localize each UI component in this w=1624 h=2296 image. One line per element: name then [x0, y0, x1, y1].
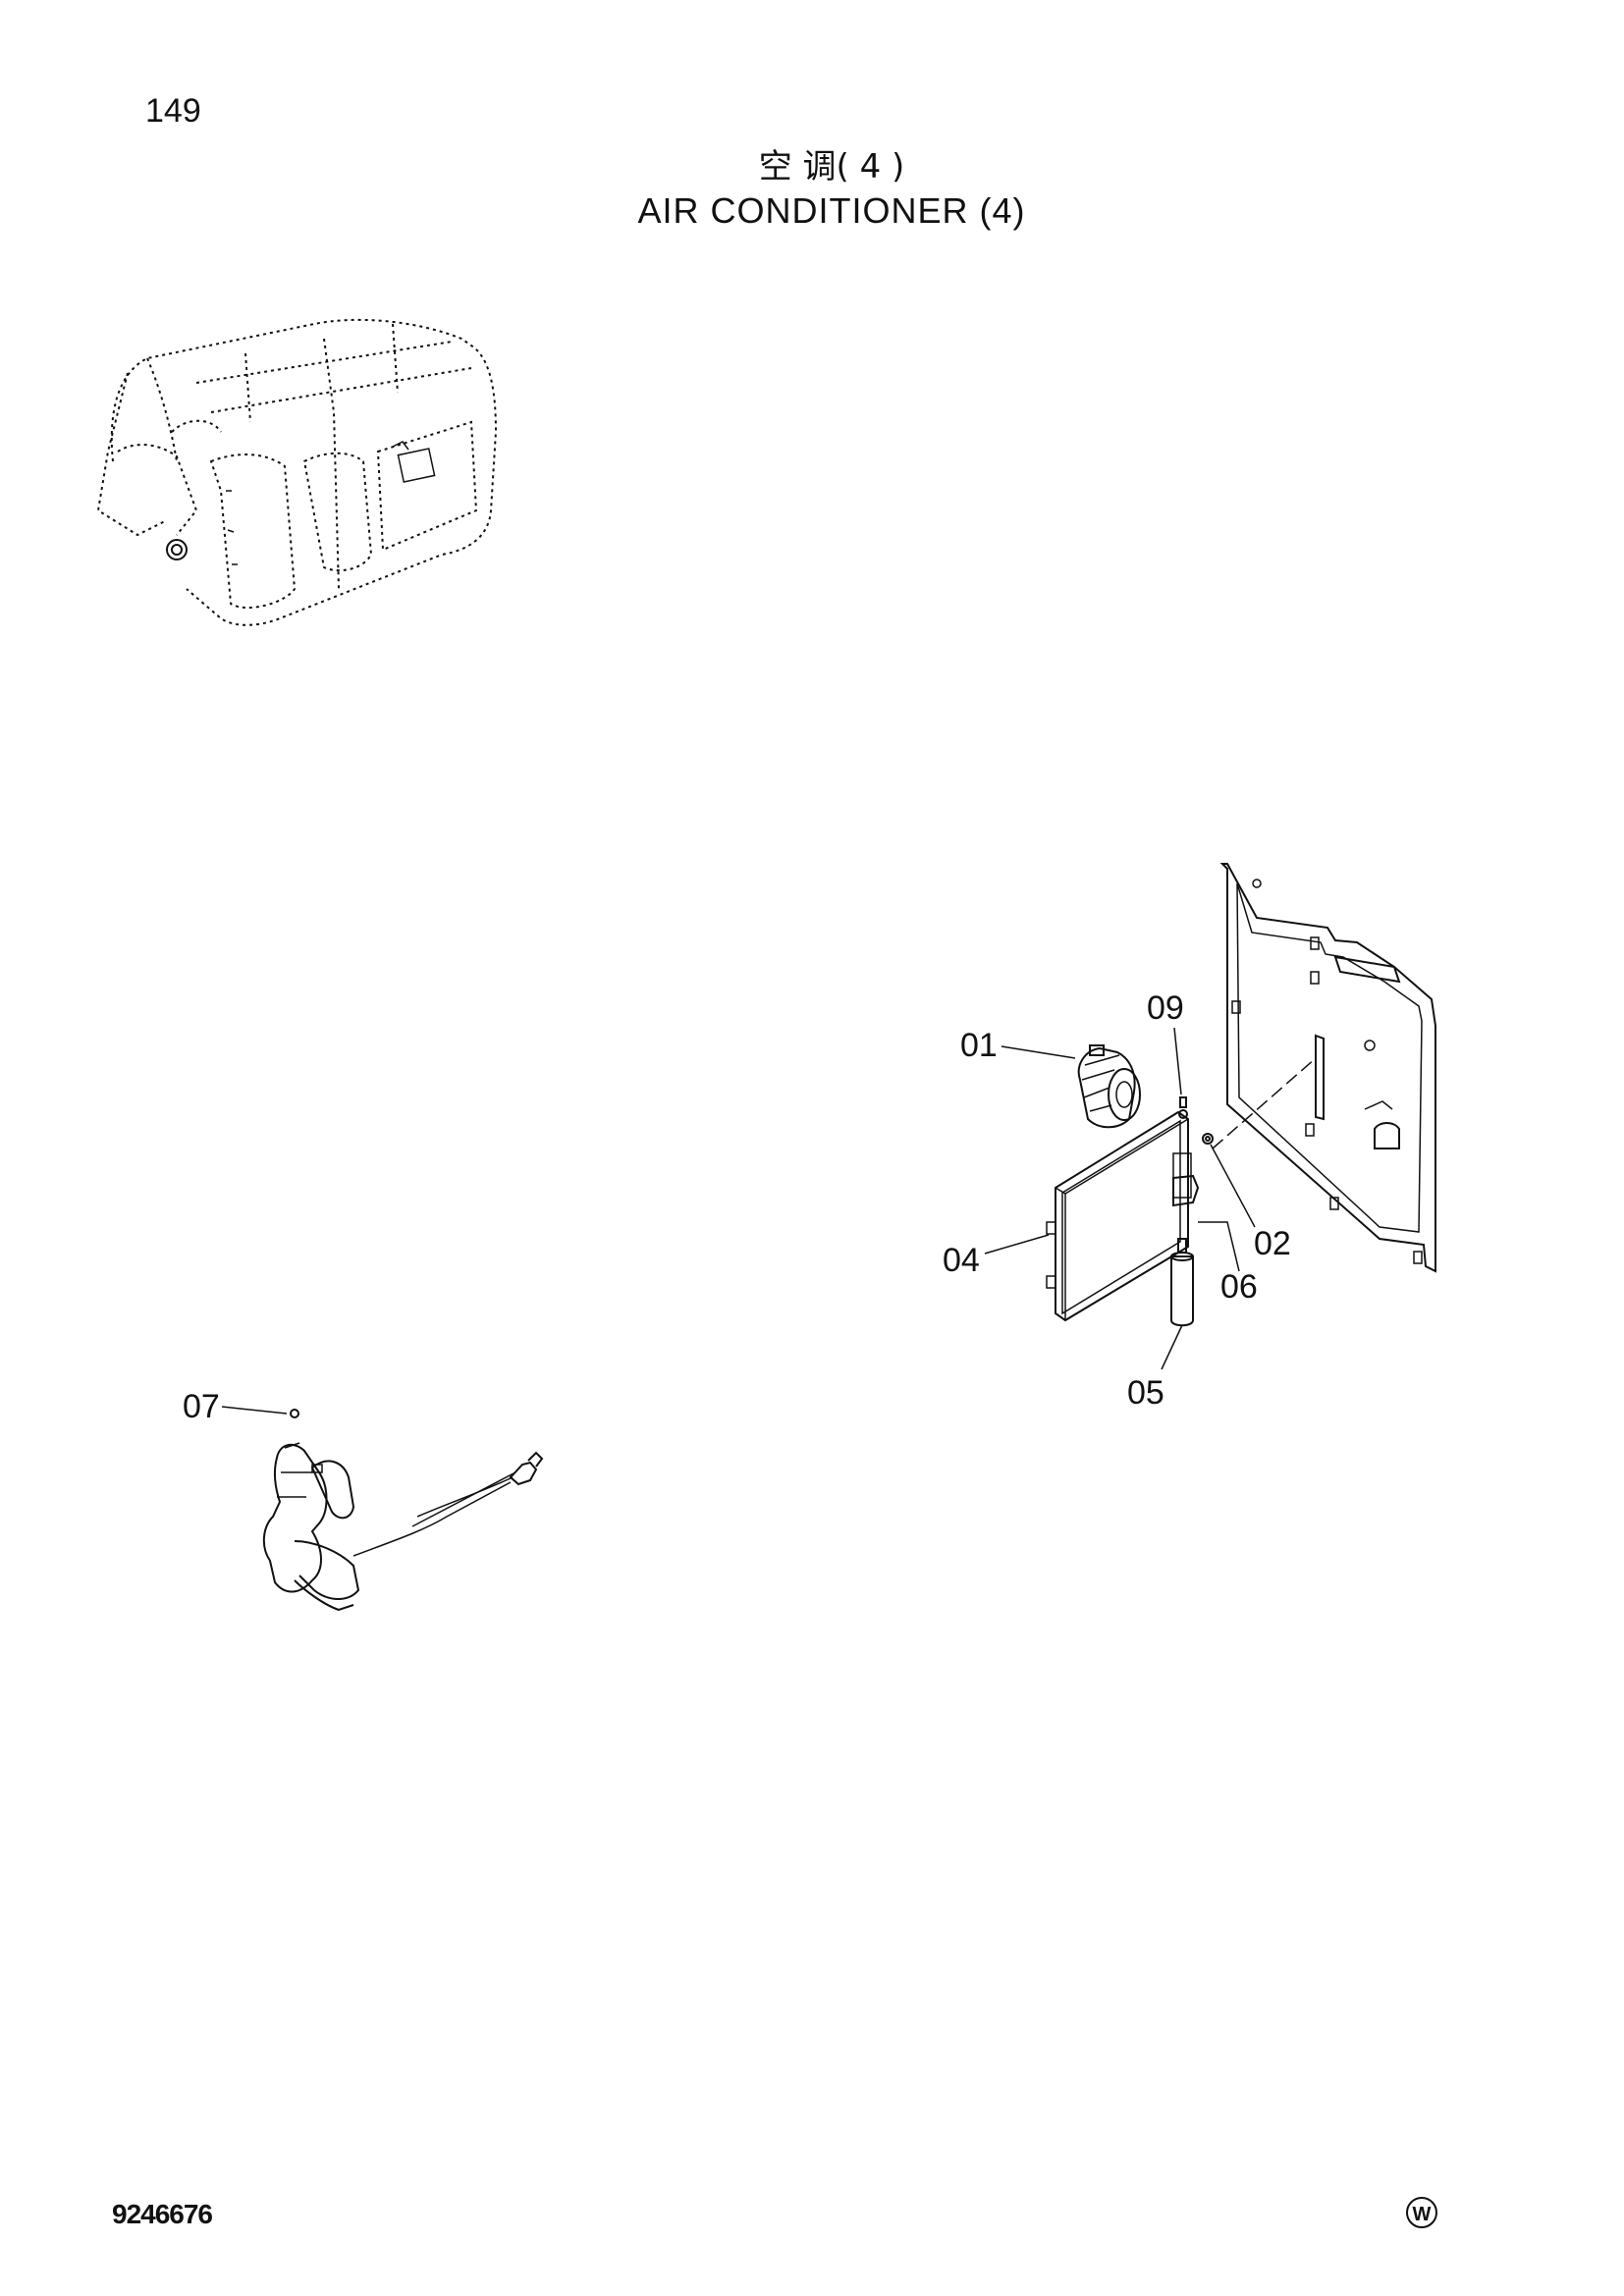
- hose-assembly-illustration: [262, 1409, 544, 1612]
- title-chinese: 空 调( 4 ): [758, 147, 905, 187]
- callout-06: 06: [1220, 1268, 1258, 1306]
- leader-lines: [221, 1027, 1256, 1415]
- title-english: AIR CONDITIONER (4): [637, 190, 1026, 231]
- circled-mark: W: [1406, 2197, 1437, 2228]
- compressor-illustration: [1077, 1044, 1141, 1129]
- page-number: 149: [145, 92, 201, 130]
- callout-09: 09: [1147, 989, 1184, 1027]
- cab-overview-illustration: [96, 318, 498, 626]
- receiver-drier-illustration: [1170, 1238, 1194, 1327]
- callout-04: 04: [943, 1242, 980, 1279]
- callout-07: 07: [183, 1388, 220, 1425]
- part-09-clip-illustration: [1179, 1096, 1187, 1108]
- panel-plate-illustration: [1219, 863, 1436, 1273]
- callout-01: 01: [960, 1027, 998, 1064]
- callout-02: 02: [1254, 1225, 1291, 1262]
- condenser-illustration: [1046, 1109, 1200, 1322]
- part-02-nut-illustration: [1202, 1133, 1214, 1145]
- drawing-code: 9246676: [112, 2199, 213, 2229]
- callout-05: 05: [1127, 1374, 1164, 1412]
